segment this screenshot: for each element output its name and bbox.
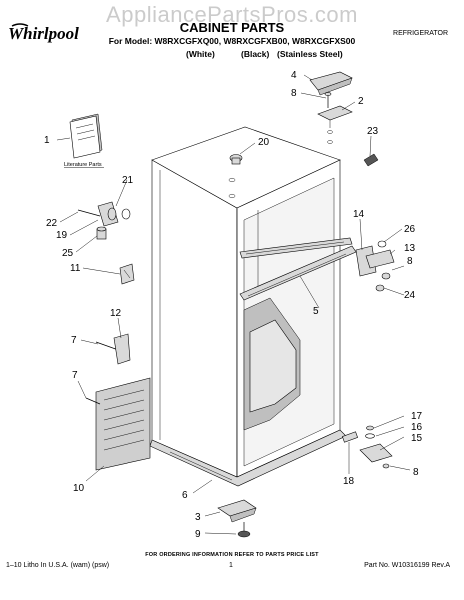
callout-8: 8 (413, 467, 419, 478)
callout-24: 24 (404, 290, 416, 301)
whirlpool-logo: Whirlpool (8, 23, 79, 43)
watermark: AppliancePartsPros.com (106, 2, 358, 27)
ordering-note: FOR ORDERING INFORMATION REFER TO PARTS … (145, 552, 319, 558)
callout-10: 10 (73, 483, 85, 494)
page-title: CABINET PARTS (179, 20, 285, 35)
top-hinge-assembly (309, 71, 353, 128)
literature-label: Literature Parts (64, 162, 102, 168)
callout-16: 16 (411, 422, 423, 433)
callout-2: 2 (358, 96, 364, 107)
wire-clip-assembly (95, 333, 131, 365)
leader-lines (56, 74, 411, 535)
callouts: 1 2 3 4 5 6 7 7 8 8 8 9 10 11 12 13 14 1… (44, 70, 423, 540)
variant-black: (Black) (241, 49, 270, 59)
callout-5: 5 (313, 306, 319, 317)
center-hinge-assembly (355, 240, 395, 292)
variant-white: (White) (186, 49, 215, 59)
callout-22: 22 (46, 218, 58, 229)
callout-9: 9 (195, 529, 201, 540)
callout-8: 8 (291, 88, 297, 99)
callout-21: 21 (122, 175, 134, 186)
callout-4: 4 (291, 70, 297, 81)
appliance-category: REFRIGERATOR (393, 30, 448, 37)
top-plug (229, 154, 243, 165)
divider-bar (239, 245, 357, 301)
callout-26: 26 (404, 224, 416, 235)
callout-20: 20 (258, 137, 270, 148)
callout-25: 25 (62, 248, 74, 259)
callout-17: 17 (411, 411, 423, 422)
left-bracket-assembly (77, 201, 131, 240)
callout-8: 8 (407, 256, 413, 267)
callout-3: 3 (195, 512, 201, 523)
callout-12: 12 (110, 308, 122, 319)
callout-19: 19 (56, 230, 68, 241)
model-line: For Model: W8RXCGFXQ00, W8RXCGFXB00, W8R… (108, 36, 356, 46)
part-number: Part No. W10316199 Rev.A (364, 562, 450, 569)
callout-6: 6 (182, 490, 188, 501)
callout-18: 18 (343, 476, 355, 487)
literature-booklet: Literature Parts (64, 113, 104, 168)
rear-access-panel (85, 377, 151, 471)
callout-7: 7 (72, 370, 78, 381)
callout-7: 7 (71, 335, 77, 346)
variant-stainless: (Stainless Steel) (277, 49, 343, 59)
callout-15: 15 (411, 433, 423, 444)
cabinet (149, 126, 357, 487)
litho-line: 1–10 Litho In U.S.A. (wam) (psw) (6, 562, 110, 569)
callout-14: 14 (353, 209, 365, 220)
callout-23: 23 (367, 126, 379, 137)
page-number: 1 (229, 562, 233, 569)
bottom-hinge-assembly (342, 425, 393, 469)
upper-rail (239, 237, 353, 259)
callout-1: 1 (44, 135, 50, 146)
hinge-pin-cap (363, 153, 379, 167)
bracket-clip (119, 263, 135, 285)
callout-13: 13 (404, 243, 416, 254)
brand-logo-text: Whirlpool (8, 24, 79, 43)
front-roller-leg (217, 499, 257, 538)
callout-11: 11 (70, 263, 81, 274)
